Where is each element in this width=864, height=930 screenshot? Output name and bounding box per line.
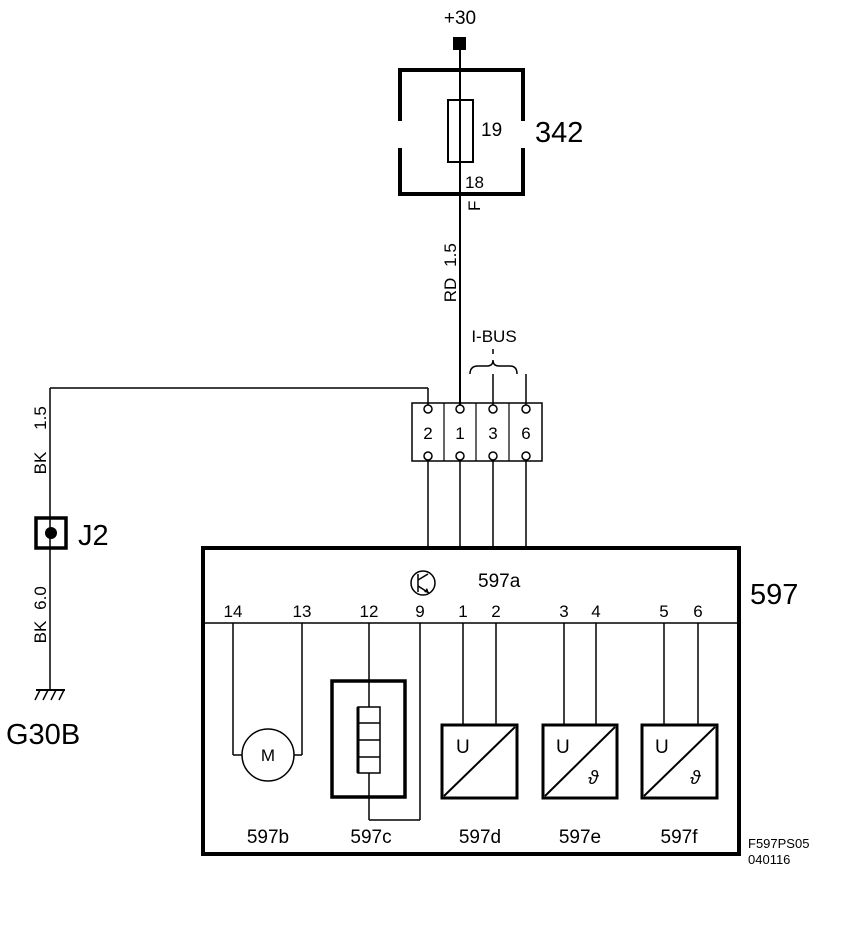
motor-597b: M 597b <box>232 623 303 848</box>
module-pin-2: 2 <box>491 602 500 621</box>
heater-label: 597c <box>350 827 391 848</box>
fuse-terminal: 18 <box>465 173 484 192</box>
ground-label: G30B <box>6 719 80 751</box>
module-pin-9: 9 <box>415 602 424 621</box>
connector-pin-1: 1 <box>455 424 464 443</box>
module-pin-14: 14 <box>224 602 243 621</box>
connector-pin-6: 6 <box>521 424 530 443</box>
ground-wire-upper-size: 1.5 <box>31 406 50 430</box>
module-pin-1: 1 <box>458 602 467 621</box>
ground-wire-lower-size: 6.0 <box>31 586 50 610</box>
sensor-597e: U ϑ 597e <box>541 623 619 848</box>
heater-597c: 597c <box>330 623 421 848</box>
sensor-f-sub-symbol: ϑ <box>690 768 701 789</box>
module-597: 597 597a 14 13 12 9 1 2 3 4 5 6 M 597b <box>201 546 798 856</box>
fuse-number: 19 <box>481 120 502 141</box>
module-pin-3: 3 <box>559 602 568 621</box>
sensor-597d: U 597d <box>440 623 519 848</box>
fuse-box-id: 342 <box>535 117 583 149</box>
motor-label: 597b <box>247 827 289 848</box>
connector-pin-2: 2 <box>423 424 432 443</box>
connector-block: 2 1 3 6 <box>411 402 543 462</box>
motor-symbol: M <box>261 746 275 765</box>
fuse-box-342: 19 18 342 <box>398 68 583 196</box>
connector-j2-label: J2 <box>78 520 109 552</box>
connector-pin-3: 3 <box>488 424 497 443</box>
sensor-597f: U ϑ 597f <box>640 623 719 848</box>
sensor-e-label: 597e <box>559 827 601 848</box>
ground-g30b: G30B <box>6 689 80 751</box>
sensor-e-sub-symbol: ϑ <box>588 768 599 789</box>
module-id: 597 <box>750 579 798 611</box>
motor-icon <box>241 728 295 782</box>
ground-wire-lower-color: BK <box>31 620 50 643</box>
supply-wire-size: 1.5 <box>441 243 460 267</box>
figure-code-line2: 040116 <box>748 852 790 867</box>
sensor-d-symbol: U <box>456 737 470 758</box>
module-pin-13: 13 <box>293 602 312 621</box>
transistor-icon <box>410 570 436 596</box>
module-pin-4: 4 <box>591 602 600 621</box>
supply-wire-color: RD <box>441 278 460 303</box>
module-pin-6: 6 <box>693 602 702 621</box>
connector-j2: J2 <box>34 516 109 552</box>
figure-code-line1: F597PS05 <box>748 836 809 851</box>
module-pin-5: 5 <box>659 602 668 621</box>
sensor-d-label: 597d <box>459 827 501 848</box>
sensor-f-label: 597f <box>661 827 699 848</box>
ground-wire-upper-color: BK <box>31 451 50 474</box>
module-pin-12: 12 <box>360 602 379 621</box>
ibus-brace <box>469 359 518 375</box>
ibus-label: I-BUS <box>471 327 516 346</box>
fuse-terminal-letter: F <box>465 201 484 211</box>
supply-label: +30 <box>444 8 476 29</box>
sensor-e-symbol: U <box>556 737 570 758</box>
sensor-f-symbol: U <box>655 737 669 758</box>
module-sub-id: 597a <box>478 571 521 592</box>
supply-terminal <box>453 37 466 50</box>
